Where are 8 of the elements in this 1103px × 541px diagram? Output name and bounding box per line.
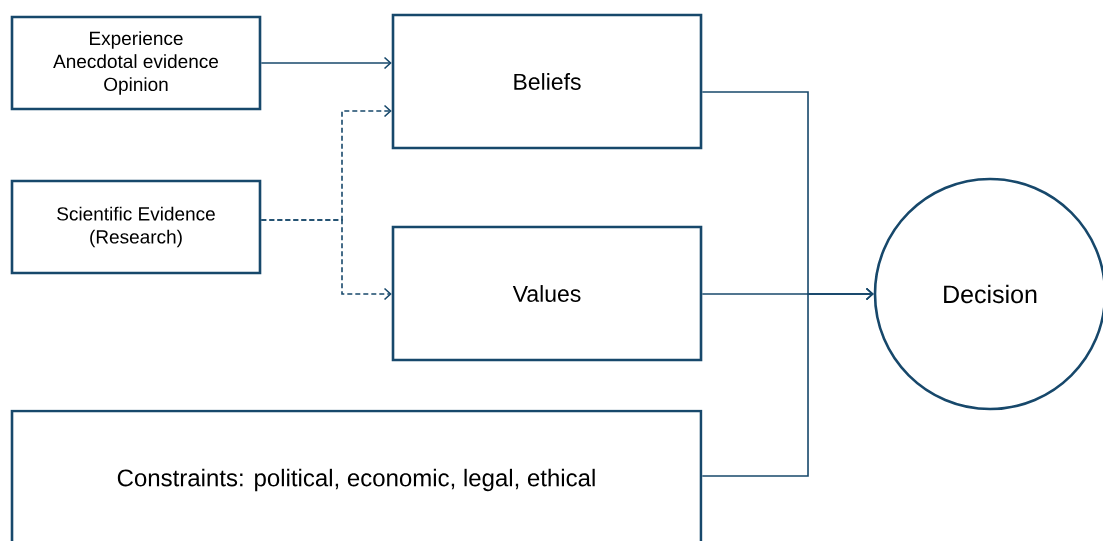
arrow bbox=[260, 219, 392, 301]
text-box: Constraints: political, economic, legal, ethical bbox=[10, 409, 703, 541]
text-box: Scientific Evidence (Research) bbox=[10, 179, 262, 275]
arrow bbox=[701, 287, 874, 477]
text-box: Values bbox=[391, 225, 703, 362]
text-box: Experience Anecdotal evidence Opinion bbox=[10, 15, 262, 111]
text-box: Beliefs bbox=[391, 13, 703, 150]
arrow bbox=[260, 56, 392, 70]
